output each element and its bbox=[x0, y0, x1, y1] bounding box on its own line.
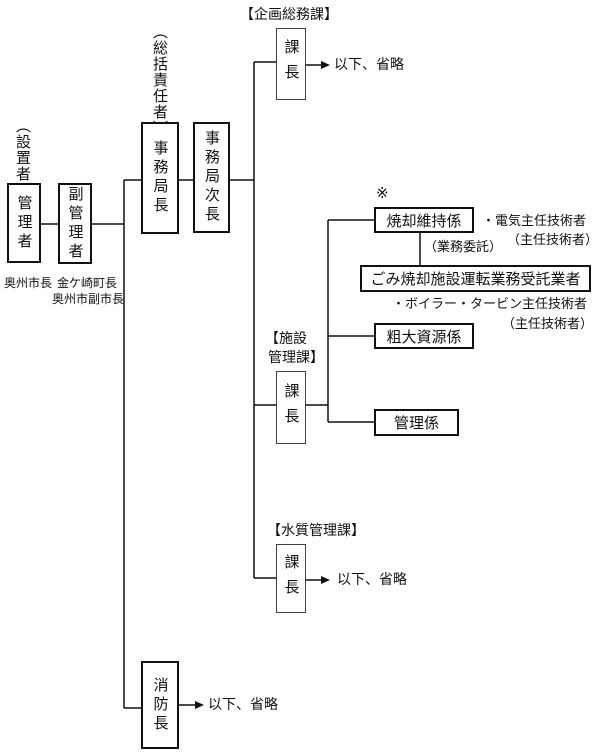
shisetsu-kacho-box: 課長 bbox=[276, 371, 306, 444]
gyomu-itaku-text: （業務委託） bbox=[424, 240, 503, 255]
vice-mayor-name: 奥州市副市長 bbox=[52, 292, 125, 306]
sodai-box: 粗大資源係 bbox=[374, 323, 474, 349]
shisetsu-kacho-label: 課長 bbox=[282, 382, 301, 433]
contractor-label: ごみ焼却施設運転業務受託業者 bbox=[370, 270, 581, 288]
shoubocho-label: 消防長 bbox=[151, 676, 170, 734]
suishitsu-kacho-label: 課長 bbox=[282, 553, 301, 604]
fuku-kanrisha-label: 副管理者 bbox=[66, 185, 85, 262]
suishitsu-ika-text: 以下、省略 bbox=[337, 572, 407, 588]
boiler-engineer-text: ・ボイラー・タービン主任技術者 bbox=[392, 297, 588, 312]
kikaku-kacho-label: 課長 bbox=[282, 39, 301, 89]
sodai-label: 粗大資源係 bbox=[386, 327, 462, 346]
denki-engineer-text: ・電気主任技術者 bbox=[482, 214, 587, 229]
jimukyoku-jicho-label: 事務局次長 bbox=[203, 130, 221, 225]
boiler-engineer-sub: （主任技術者） bbox=[502, 317, 594, 332]
kikaku-kacho-box: 課長 bbox=[276, 28, 306, 100]
shokyaku-label: 焼却維持係 bbox=[386, 211, 462, 230]
fuku-kanrisha-box: 副管理者 bbox=[58, 183, 92, 264]
kanri-label: 管理係 bbox=[393, 414, 439, 432]
kanegasaki-name: 金ケ崎町長 bbox=[57, 276, 118, 290]
contractor-box: ごみ焼却施設運転業務受託業者 bbox=[360, 265, 591, 292]
kikaku-section-label: 【企画総務課】 bbox=[240, 7, 338, 23]
setchi-label: （設置者） bbox=[14, 118, 32, 198]
mayor-name: 奥州市長 bbox=[4, 276, 53, 290]
shoubo-ika-text: 以下、省略 bbox=[208, 697, 278, 713]
kikaku-ika-text: 以下、省略 bbox=[334, 57, 404, 73]
suishitsu-section-label: 【水質管理課】 bbox=[267, 523, 365, 539]
jimukyoku-jicho-box: 事務局次長 bbox=[193, 122, 230, 233]
denki-engineer-sub: （主任技術者） bbox=[507, 233, 599, 248]
kanrisha-box: 管理者 bbox=[7, 183, 41, 263]
jimukyokucho-label: 事務局長 bbox=[151, 140, 170, 216]
suishitsu-kacho-box: 課長 bbox=[276, 544, 306, 613]
shoubocho-box: 消防長 bbox=[141, 661, 179, 749]
shokyaku-mark: ※ bbox=[376, 184, 389, 202]
shokyaku-box: 焼却維持係 bbox=[374, 207, 474, 233]
shisetsu-section-label-1: 【施設 bbox=[265, 331, 307, 347]
kanrisha-label: 管理者 bbox=[15, 194, 34, 252]
jimukyokucho-box: 事務局長 bbox=[141, 122, 179, 234]
kanri-box: 管理係 bbox=[374, 409, 459, 436]
soukatsu-label: （総括責任者） bbox=[151, 24, 169, 136]
shisetsu-section-label-2: 管理課】 bbox=[268, 350, 324, 366]
